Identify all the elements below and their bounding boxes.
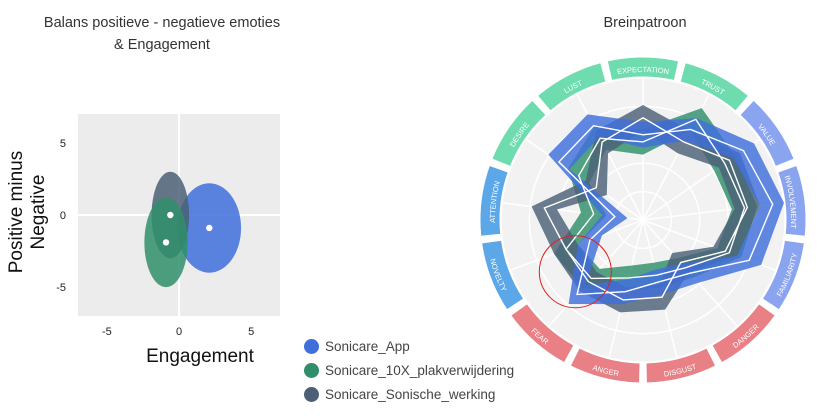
- scatter-x-axis-label: Engagement: [146, 346, 254, 367]
- highlight-circle: [538, 235, 612, 309]
- ring-segment-value: [739, 99, 795, 168]
- ring-segment-attention: [479, 164, 509, 237]
- radar-category-ring: [479, 56, 807, 384]
- ring-segment-familiarity: [761, 239, 805, 311]
- radar-band-app[interactable]: [548, 114, 784, 305]
- legend-swatch-plak: [304, 362, 319, 378]
- legend-item-plak[interactable]: Sonicare_10X_plakverwijdering: [304, 358, 514, 382]
- radar-line-app: [557, 124, 774, 296]
- ring-segment-involvement: [777, 164, 807, 237]
- ring-segment-desire: [491, 99, 547, 168]
- point-app[interactable]: [206, 224, 213, 232]
- scatter-ticks: -5 0 5 5 0 -5: [56, 138, 254, 338]
- radar-chart: EXPECTATIONTRUSTVALUEINVOLVEMENTFAMILIAR…: [479, 56, 807, 384]
- radar-line-plak: [565, 118, 746, 280]
- radar-chart-title: Breinpatroon: [603, 15, 687, 31]
- scatter-y-axis-label: Positive minus Negative: [6, 150, 49, 274]
- axis-label-expectation: EXPECTATION: [616, 65, 669, 76]
- legend-label-sonisch: Sonicare_Sonische_werking: [325, 386, 496, 402]
- x-tick-label: -5: [102, 326, 112, 338]
- ring-segment-novelty: [481, 239, 525, 311]
- legend-label-app: Sonicare_App: [325, 338, 410, 354]
- point-plak[interactable]: [162, 239, 170, 246]
- x-tick-label: 0: [176, 326, 182, 338]
- point-sonisch[interactable]: [167, 211, 174, 219]
- radar-line-sonisch: [543, 116, 749, 301]
- legend-item-app[interactable]: Sonicare_App: [304, 334, 514, 358]
- ring-segment-danger: [711, 302, 776, 364]
- y-tick-label: 5: [60, 138, 66, 150]
- radar-series: [531, 104, 784, 313]
- legend-swatch-sonisch: [304, 386, 319, 402]
- ring-segment-trust: [679, 61, 750, 112]
- ring-segment-disgust: [645, 347, 717, 384]
- ring-segment-lust: [536, 61, 607, 112]
- legend-swatch-app: [304, 338, 319, 354]
- ring-segment-anger: [569, 347, 641, 384]
- legend-label-plak: Sonicare_10X_plakverwijdering: [325, 362, 515, 378]
- ring-segment-fear: [510, 302, 575, 364]
- x-tick-label: 5: [248, 326, 254, 338]
- scatter-points: [162, 211, 213, 246]
- legend-item-sonisch[interactable]: Sonicare_Sonische_werking: [304, 382, 514, 406]
- scatter-chart: -5 0 5 5 0 -5: [56, 114, 280, 338]
- scatter-chart-title: Balans positieve - negatieve emoties & E…: [43, 15, 281, 53]
- y-tick-label: 0: [60, 210, 66, 222]
- chart-legend: Sonicare_App Sonicare_10X_plakverwijderi…: [304, 334, 514, 406]
- ring-segment-expectation: [606, 56, 680, 82]
- y-tick-label: -5: [56, 282, 66, 294]
